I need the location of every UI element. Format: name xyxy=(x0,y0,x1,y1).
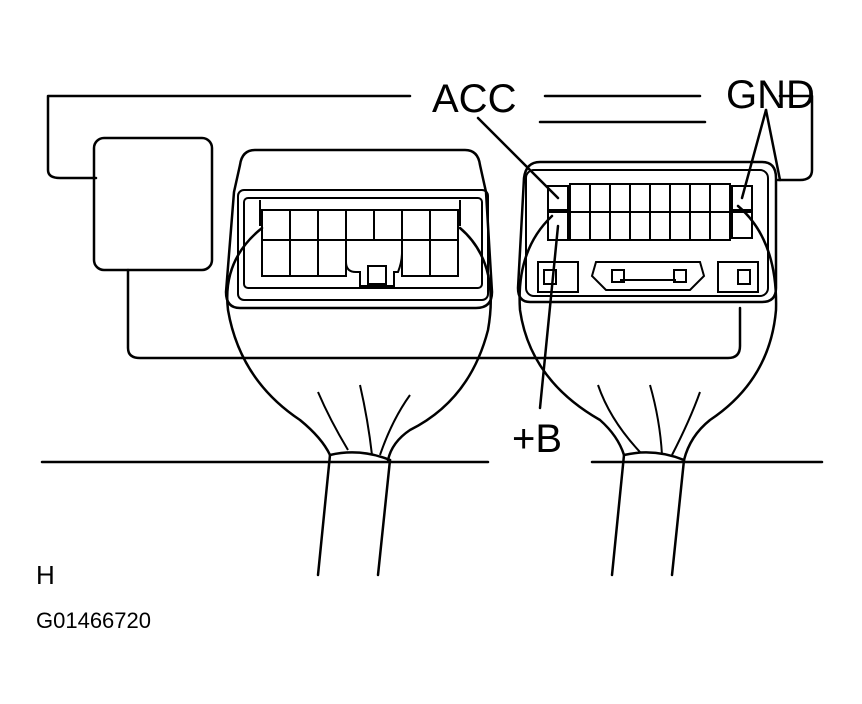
gnd-leader-line xyxy=(740,108,768,200)
acc-label: ACC xyxy=(432,77,516,121)
left-connector xyxy=(224,148,494,462)
small-block xyxy=(92,136,214,272)
plus-b-leader-line xyxy=(538,224,560,410)
view-letter: H xyxy=(36,560,55,590)
plus-b-label: +B xyxy=(512,417,562,461)
figure-code: G01466720 xyxy=(36,608,151,633)
acc-leader-line xyxy=(476,116,560,200)
gnd-label: GND xyxy=(726,73,815,117)
unit-housing-outline xyxy=(46,94,814,360)
gnd-leader-line-2 xyxy=(764,108,782,182)
right-cable xyxy=(610,451,686,577)
right-connector xyxy=(516,160,778,462)
left-cable xyxy=(316,451,392,577)
